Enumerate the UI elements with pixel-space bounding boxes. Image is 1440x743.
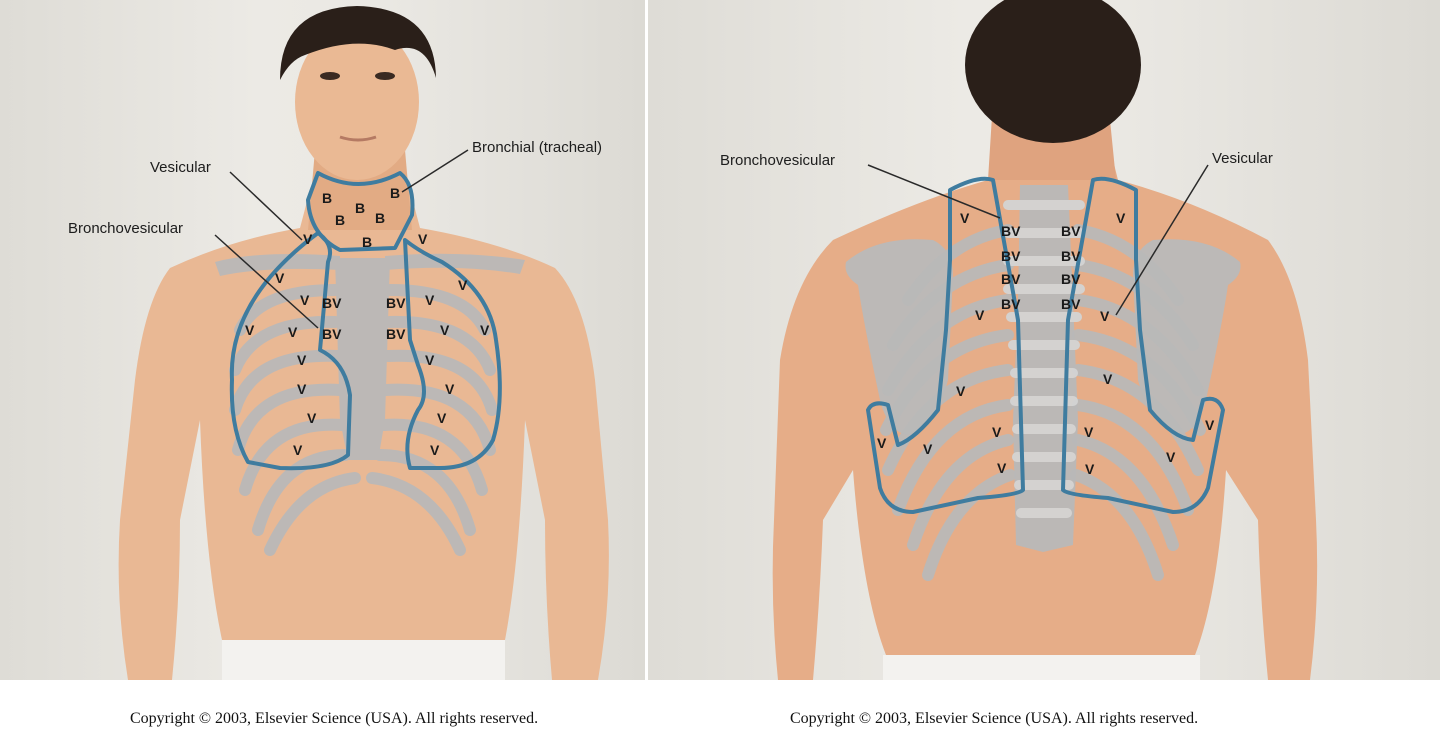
marker-b: B bbox=[375, 210, 385, 226]
marker-v: V bbox=[425, 292, 435, 308]
marker-v: V bbox=[1100, 308, 1110, 324]
anterior-leader-lines bbox=[214, 149, 469, 329]
anterior-markers: B B B B B B BV BV BV BV V V V V V V V V … bbox=[245, 185, 490, 458]
copyright-notice-right: Copyright © 2003, Elsevier Science (USA)… bbox=[790, 710, 1199, 727]
marker-v: V bbox=[960, 210, 970, 226]
anterior-chest-figure: Vesicular Bronchial (tracheal) Bronchove… bbox=[68, 6, 609, 680]
left-lung-zone-outline bbox=[403, 238, 502, 470]
marker-v: V bbox=[992, 424, 1002, 440]
marker-b: B bbox=[335, 212, 345, 228]
marker-v: V bbox=[440, 322, 450, 338]
marker-v: V bbox=[297, 352, 307, 368]
marker-v: V bbox=[975, 307, 985, 323]
marker-b: B bbox=[390, 185, 400, 201]
label-bronchial-tracheal: Bronchial (tracheal) bbox=[472, 139, 602, 156]
marker-v: V bbox=[445, 381, 455, 397]
posterior-markers: BV BV BV BV BV BV BV BV V V V V V V V V … bbox=[877, 210, 1215, 477]
label-vesicular: Vesicular bbox=[150, 159, 211, 176]
marker-v: V bbox=[288, 324, 298, 340]
marker-b: B bbox=[322, 190, 332, 206]
marker-v: V bbox=[956, 383, 966, 399]
marker-v: V bbox=[997, 460, 1007, 476]
marker-v: V bbox=[480, 322, 490, 338]
anterior-ribcage bbox=[215, 253, 525, 556]
marker-v: V bbox=[923, 441, 933, 457]
anterior-zone-outlines bbox=[229, 171, 502, 471]
marker-v: V bbox=[303, 231, 313, 247]
marker-bv: BV bbox=[1061, 271, 1081, 287]
marker-bv: BV bbox=[322, 295, 342, 311]
posterior-chest-photo: Bronchovesicular Vesicular BV BV BV BV B… bbox=[648, 0, 1440, 680]
marker-v: V bbox=[300, 292, 310, 308]
marker-v: V bbox=[458, 277, 468, 293]
tracheal-zone-outline bbox=[306, 171, 415, 252]
right-lung-zone-outline bbox=[229, 231, 352, 471]
marker-v: V bbox=[877, 435, 887, 451]
marker-v: V bbox=[293, 442, 303, 458]
marker-bv: BV bbox=[322, 326, 342, 342]
marker-bv: BV bbox=[1001, 271, 1021, 287]
left-posterior-zone-outline bbox=[866, 176, 1025, 514]
copyright-notice-left: Copyright © 2003, Elsevier Science (USA)… bbox=[130, 710, 539, 727]
anterior-chest-photo: Vesicular Bronchial (tracheal) Bronchove… bbox=[0, 0, 645, 680]
marker-v: V bbox=[245, 322, 255, 338]
marker-v: V bbox=[437, 410, 447, 426]
marker-v: V bbox=[1166, 449, 1176, 465]
marker-bv: BV bbox=[386, 295, 406, 311]
label-bronchovesicular: Bronchovesicular bbox=[68, 220, 183, 237]
marker-v: V bbox=[1116, 210, 1126, 226]
marker-v: V bbox=[430, 442, 440, 458]
marker-bv: BV bbox=[1001, 296, 1021, 312]
marker-b: B bbox=[355, 200, 365, 216]
posterior-chest-figure: Bronchovesicular Vesicular BV BV BV BV B… bbox=[720, 0, 1318, 680]
marker-bv: BV bbox=[1001, 248, 1021, 264]
marker-bv: BV bbox=[1001, 223, 1021, 239]
marker-bv: BV bbox=[1061, 296, 1081, 312]
marker-v: V bbox=[1205, 417, 1215, 433]
marker-v: V bbox=[418, 231, 428, 247]
marker-v: V bbox=[1085, 461, 1095, 477]
marker-v: V bbox=[1103, 371, 1113, 387]
posterior-zone-outlines bbox=[866, 176, 1225, 514]
marker-v: V bbox=[275, 270, 285, 286]
marker-bv: BV bbox=[386, 326, 406, 342]
marker-bv: BV bbox=[1061, 223, 1081, 239]
right-posterior-zone-outline bbox=[1061, 176, 1225, 514]
marker-v: V bbox=[297, 381, 307, 397]
label-vesicular: Vesicular bbox=[1212, 150, 1273, 167]
marker-v: V bbox=[1084, 424, 1094, 440]
marker-bv: BV bbox=[1061, 248, 1081, 264]
label-bronchovesicular: Bronchovesicular bbox=[720, 152, 835, 169]
spine bbox=[1003, 185, 1085, 552]
marker-v: V bbox=[425, 352, 435, 368]
posterior-leader-lines bbox=[867, 164, 1209, 316]
marker-v: V bbox=[307, 410, 317, 426]
marker-b: B bbox=[362, 234, 372, 250]
